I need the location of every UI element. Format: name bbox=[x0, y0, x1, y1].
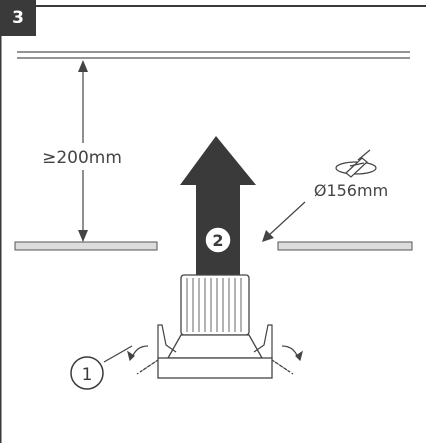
step-number-badge: 3 bbox=[0, 0, 36, 36]
cutout-diameter-label: Ø156mm bbox=[314, 181, 388, 200]
ceiling-panel-left bbox=[15, 242, 157, 250]
lamp-housing bbox=[168, 335, 262, 358]
heatsink bbox=[181, 275, 249, 335]
trim-ring bbox=[158, 358, 272, 378]
callout-1-label: 1 bbox=[82, 365, 93, 385]
upper-ceiling-line bbox=[17, 52, 410, 58]
callout-2-label: 2 bbox=[212, 231, 223, 250]
ceiling-panel-right bbox=[278, 242, 412, 250]
hole-saw-icon bbox=[336, 150, 376, 177]
cutout-pointer-arrow bbox=[262, 202, 305, 242]
insert-up-arrow bbox=[180, 136, 256, 276]
clearance-label: ≥200mm bbox=[42, 148, 122, 168]
callout-1-leader bbox=[104, 346, 132, 362]
